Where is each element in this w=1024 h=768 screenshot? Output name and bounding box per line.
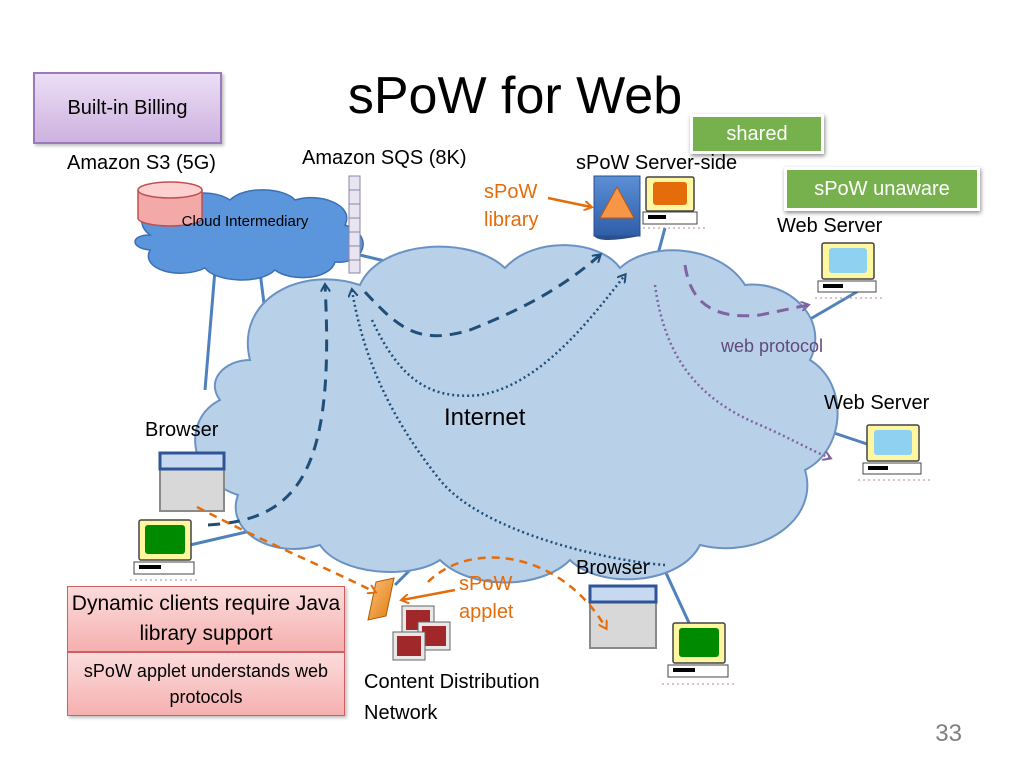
web-server-top-label: Web Server: [777, 215, 883, 237]
link-cdn: [393, 568, 412, 587]
client-left-computer-icon: [130, 519, 200, 581]
cdn-label: Content Distribution Network: [364, 671, 540, 724]
database-icon: [137, 181, 203, 227]
flow-purple-web-top: [683, 264, 808, 318]
queue-icon: [348, 175, 361, 274]
flow-dotted-up: [370, 275, 625, 397]
flow-dotted-down: [352, 290, 666, 567]
web-protocol-label: web protocol: [721, 336, 824, 356]
client-bottom-computer-icon: [662, 622, 735, 685]
server-computer-icon: [642, 176, 705, 229]
applet-icon: [367, 577, 395, 621]
applet-pointer-arrow: [402, 588, 456, 600]
dynamic-clients-box: Dynamic clients require Java library sup…: [67, 586, 345, 652]
flows: [196, 255, 830, 628]
web-server-top-icon: [815, 242, 882, 299]
shared-tag: shared: [690, 114, 824, 154]
spow-applet-label: sPoW applet: [459, 573, 514, 623]
browser-bottom-label: Browser: [576, 557, 650, 579]
browser-bottom-icon: [588, 584, 658, 649]
amazon-s3-label: Amazon S3 (5G): [67, 152, 216, 174]
slide-title: sPoW for Web: [347, 67, 683, 125]
built-in-billing-box: Built-in Billing: [33, 72, 222, 144]
flow-browser-to-sqs: [207, 285, 327, 527]
flow-purple-web-right: [653, 284, 830, 458]
internet-label: Internet: [444, 404, 526, 431]
link-client-left: [189, 528, 256, 547]
spow-library-label: sPoW library: [484, 181, 539, 231]
applet-understands-box: sPoW applet understands web protocols: [67, 652, 345, 716]
cdn-servers-icon: [392, 605, 451, 661]
browser-left-icon: [158, 451, 226, 512]
flow-orange-browser-applet: [196, 505, 375, 592]
web-server-right-icon: [858, 424, 930, 481]
flow-sqs-to-server: [363, 255, 600, 338]
library-scroll-icon: [593, 175, 641, 240]
spow-unaware-tag: sPoW unaware: [784, 167, 980, 211]
browser-left-label: Browser: [145, 419, 219, 441]
library-pointer-arrow: [547, 196, 591, 207]
amazon-sqs-label: Amazon SQS (8K): [302, 147, 467, 169]
cloud-intermediary-label: Cloud Intermediary: [181, 213, 309, 230]
page-number: 33: [935, 720, 962, 747]
spow-server-side-label: sPoW Server-side: [576, 152, 738, 174]
link-cloud-browser: [203, 269, 217, 391]
web-server-right-label: Web Server: [824, 392, 930, 414]
